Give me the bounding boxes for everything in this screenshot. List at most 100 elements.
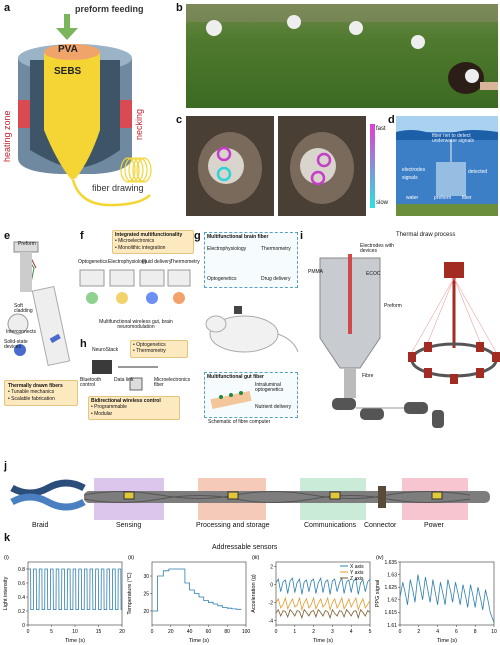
gut-fiber-title: Multifunctional gut fiber — [207, 374, 264, 380]
chart-panel-tag: (iii) — [252, 555, 259, 561]
x-tick-label: 20 — [119, 629, 125, 635]
thermal-draw-illustration — [319, 254, 500, 428]
x-tick-label: 40 — [187, 629, 193, 635]
x-tick-label: 5 — [50, 629, 53, 635]
y-tick-label: 1.615 — [384, 610, 397, 616]
thermally-drawn-fibers-box: Thermally drawn fibers Tunable mechanics… — [4, 380, 78, 406]
y-tick-label: 20 — [143, 609, 149, 615]
panel-f-label: f — [80, 230, 84, 242]
baseball-field-photo — [186, 4, 498, 108]
gut-fiber-illustration — [210, 390, 252, 410]
preform-label: Preform — [18, 241, 36, 247]
necking-text: necking — [134, 108, 144, 140]
y-axis-label: PPG signal — [375, 580, 381, 608]
bullet-programmable: Programmable — [91, 404, 177, 410]
bullet-optogenetics: Optogenetics — [133, 342, 185, 348]
x-tick-label: 8 — [474, 629, 477, 635]
solid-state-devices-label: Solid-state devices — [4, 339, 28, 351]
series-line-x-axis — [275, 576, 371, 595]
x-tick-label: 5 — [369, 629, 372, 635]
series-line-0 — [152, 568, 242, 612]
panel-i: i Thermal draw process — [300, 228, 500, 432]
gut-fiber-box: Multifunctional gut fiber Intraluminal o… — [204, 372, 298, 418]
brain-fiber-box: Multifunctional brain fiber Electrophysi… — [204, 232, 298, 288]
panel-d-label-detected: detected — [468, 169, 488, 175]
addressable-sensors-title: Addressable sensors — [212, 544, 278, 551]
segment-communications: Communications — [304, 522, 357, 529]
segment-processing: Processing and storage — [196, 522, 270, 529]
y-tick-label: 1.625 — [384, 585, 397, 591]
x-tick-label: 80 — [224, 629, 230, 635]
chart-panel-tag: (i) — [4, 555, 9, 561]
panel-g: g Multifunctional brain fiber Electrophy… — [194, 228, 300, 432]
fibre-label: Fibre — [362, 373, 374, 379]
x-tick-label: 100 — [242, 629, 250, 635]
panel-d-label-electrodes: electrodes — [402, 167, 426, 173]
data-link-label: Data link — [114, 377, 134, 383]
y-tick-label: 1.635 — [384, 560, 397, 566]
y-axis-label: Temperature (°C) — [127, 572, 133, 614]
panel-a: a preform feeding PVA SEBS heating zone … — [0, 0, 170, 215]
panel-h-label: h — [80, 338, 87, 350]
x-tick-label: 6 — [455, 629, 458, 635]
y-tick-label: 0.6 — [18, 581, 25, 587]
pmma-label: PMMA — [308, 269, 323, 275]
x-tick-label: 0 — [151, 629, 154, 635]
series-line-0 — [399, 574, 495, 623]
sebs-text: SEBS — [54, 66, 82, 77]
modality-fluid-delivery: Fluid delivery — [142, 259, 172, 265]
y-tick-label: 30 — [143, 574, 149, 580]
x-tick-label: 15 — [96, 629, 102, 635]
y-tick-label: 1.62 — [387, 598, 397, 604]
x-axis-label: Time (s) — [437, 638, 457, 644]
segment-power: Power — [424, 522, 444, 529]
x-tick-label: 4 — [350, 629, 353, 635]
y-tick-label: 1.63 — [387, 572, 397, 578]
x-tick-label: 2 — [312, 629, 315, 635]
optogenetics-thermometry-box: Optogenetics Thermometry — [130, 340, 188, 358]
fast-text: fast — [376, 126, 386, 132]
y-tick-label: 0.2 — [18, 609, 25, 615]
integrated-multifunctionality-box: Integrated multifunctionality Microelect… — [112, 230, 194, 254]
y-axis-label: Acceleration (g) — [251, 574, 257, 613]
brain-item-optogenetics: Optogenetics — [207, 276, 237, 282]
panel-d-label-fiber: fiber — [462, 195, 472, 201]
x-tick-label: 60 — [206, 629, 212, 635]
segment-connector: Connector — [364, 522, 397, 529]
modality-icons — [79, 269, 191, 304]
panel-b-label: b — [176, 2, 183, 14]
bullet-scalable-fabrication: Scalable fabrication — [8, 396, 74, 402]
gut-item-optogenetics: Intraluminal optogenetics — [255, 382, 284, 394]
underwater-illustration — [396, 116, 498, 216]
panel-c: c fast slow — [176, 112, 389, 218]
fiber-drawing-text: fiber drawing — [92, 183, 144, 193]
x-tick-label: 3 — [331, 629, 334, 635]
multifunctional-neuromodulation-text: Multifunctional wireless gut, brain neur… — [99, 319, 173, 331]
y-tick-label: 0 — [270, 582, 273, 588]
x-tick-label: 1 — [293, 629, 296, 635]
thermal-draw-title: Thermal draw process — [396, 232, 456, 238]
brain-fiber-title: Multifunctional brain fiber — [207, 234, 269, 240]
thermally-drawn-fibers-title: Thermally drawn fibers — [8, 383, 63, 389]
heating-zone-text: heating zone — [2, 110, 12, 162]
slow-text: slow — [376, 200, 389, 206]
bidirectional-control-title: Bidirectional wireless control — [91, 398, 161, 404]
panel-j: j Braid Sensing Processing and storage C… — [0, 460, 500, 532]
bluetooth-control-label: Bluetooth control — [80, 377, 102, 389]
panel-j-label: j — [4, 460, 8, 472]
bullet-tunable-mechanics: Tunable mechanics — [8, 389, 74, 395]
legend-label: Z axis — [350, 576, 364, 582]
panel-h: h NeuroStack Optogenetics Thermometry Bl… — [78, 338, 194, 420]
integrated-multifunctionality-title: Integrated multifunctionality — [115, 232, 183, 238]
panel-d-label-water: water — [406, 195, 419, 201]
modality-thermometry: Thermometry — [170, 259, 200, 265]
legend-label: Y axis — [350, 570, 364, 576]
segment-sensing: Sensing — [116, 522, 142, 529]
panel-g-label: g — [194, 230, 201, 242]
brain-item-thermometry: Thermometry — [261, 246, 291, 252]
interconnects-label: Interconnects — [6, 329, 37, 335]
